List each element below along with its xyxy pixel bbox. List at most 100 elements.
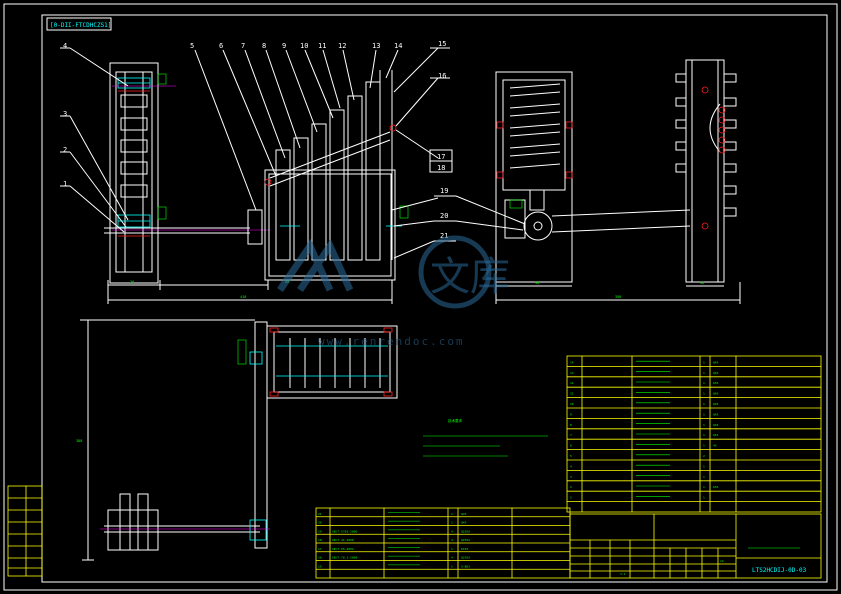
dim-right-overall: 358: [615, 295, 621, 299]
part-label-6: 6: [219, 42, 223, 50]
parts-right-no: 9: [570, 412, 572, 416]
front-view-assembly: [247, 70, 402, 281]
watermark-logo: [277, 235, 492, 309]
parts-bottom-qty: 4: [451, 529, 453, 533]
parts-bottom-mat: Q45: [461, 521, 467, 525]
parts-right-qty: 1: [703, 496, 705, 500]
part-label-4: 4: [63, 42, 67, 50]
parts-right-qty: 1: [703, 381, 705, 385]
dim-tag-front: [399, 205, 409, 219]
parts-bottom-mat: S-B03: [461, 564, 470, 568]
part-label-20: 20: [440, 212, 448, 220]
parts-bottom-no: 18: [318, 538, 322, 542]
part-label-7: 7: [241, 42, 245, 50]
part-label-12: 12: [338, 42, 346, 50]
dim-tag-bottom: [157, 206, 167, 220]
parts-bottom-qty: 4: [451, 538, 453, 542]
parts-bottom-no: 17: [318, 547, 322, 551]
parts-right-qty: 1: [703, 485, 705, 489]
dimension-right-bottom: [495, 282, 741, 304]
parts-bottom-qty: 1: [451, 521, 453, 525]
leaders-left: [60, 47, 129, 233]
title-block: [569, 513, 822, 579]
parts-bottom-mat: Q235A: [461, 529, 470, 533]
part-label-3: 3: [63, 110, 67, 118]
parts-bottom-no: 19: [318, 529, 322, 533]
parts-right-mat: Q45: [713, 485, 719, 489]
parts-bottom-std: GB/T 95-2002: [332, 547, 354, 551]
watermark-brand: 文库: [430, 254, 510, 300]
parts-right-no: 6: [570, 444, 572, 448]
part-label-18: 18: [437, 164, 445, 172]
parts-bottom-no: 21: [318, 512, 322, 516]
parts-right-no: 8: [570, 423, 572, 427]
parts-right-no: 3: [570, 475, 572, 479]
parts-right-no: 2: [570, 485, 572, 489]
parts-right-qty: 1: [703, 464, 705, 468]
leaders-front: [194, 47, 450, 211]
part-label-14: 14: [394, 42, 402, 50]
dim-side-height: 388: [76, 439, 82, 443]
parts-bottom-qty: 4: [451, 556, 453, 560]
parts-right-no: 13: [570, 371, 574, 375]
part-label-19: 19: [440, 187, 448, 195]
parts-bottom-std: GB/T 70.1-2008: [332, 556, 357, 560]
parts-right-no: 14: [570, 360, 574, 364]
parts-bottom-std: GB/T 41-2000: [332, 538, 354, 542]
parts-right-mat: Q45: [713, 402, 719, 406]
parts-bottom-no: 20: [318, 521, 322, 525]
dim-left-width: 3d: [130, 280, 134, 284]
watermark-url: www.renrendoc.com: [318, 335, 465, 348]
part-label-13: 13: [372, 42, 380, 50]
parts-right-mat: Q45: [713, 423, 719, 427]
title-scale: 1:1: [620, 572, 626, 576]
parts-bottom-qty: 1: [451, 547, 453, 551]
parts-right-qty: 1: [703, 475, 705, 479]
parts-bottom-mat: Q45: [461, 512, 467, 516]
dim-tag-right: [509, 199, 523, 209]
left-margin-block: [7, 485, 43, 577]
parts-right-qty: 1: [703, 433, 705, 437]
part-label-1: 1: [63, 180, 67, 188]
right-elevation: [495, 71, 691, 283]
part-label-5: 5: [190, 42, 194, 50]
parts-right-qty: 1: [703, 423, 705, 427]
parts-right-no: 11: [570, 392, 574, 396]
parts-right-mat: Q45: [713, 433, 719, 437]
parts-bottom-mat: Q235A: [461, 538, 470, 542]
part-label-21: 21: [440, 232, 448, 240]
parts-right-mat: Q45: [713, 392, 719, 396]
parts-bottom-qty: 1: [451, 512, 453, 516]
title-small-number: 12: [720, 559, 724, 563]
parts-right-no: 12: [570, 381, 574, 385]
parts-right-mat: 45: [713, 444, 717, 448]
part-label-9: 9: [282, 42, 286, 50]
parts-right-mat: Q45: [713, 371, 719, 375]
parts-bottom-no: 16: [318, 556, 322, 560]
parts-right-qty: 1: [703, 402, 705, 406]
side-view-frame: [104, 62, 270, 284]
parts-right-qty: 1: [703, 444, 705, 448]
parts-right-mat: Q45: [713, 360, 719, 364]
dim-tag-lower: [237, 339, 247, 365]
part-label-16: 16: [438, 72, 446, 80]
parts-right-no: 7: [570, 433, 572, 437]
outer-border: [3, 3, 838, 591]
parts-bottom-mat: DC03: [461, 547, 468, 551]
part-label-17: 17: [437, 153, 445, 161]
parts-right-mat: Q45: [713, 381, 719, 385]
parts-right-qty: 1: [703, 371, 705, 375]
lower-assembly-view: [80, 319, 398, 561]
part-label-11: 11: [318, 42, 326, 50]
part-label-8: 8: [262, 42, 266, 50]
parts-right-no: 5: [570, 454, 572, 458]
parts-right-qty: 2: [703, 454, 705, 458]
drawing-code-box: [46, 17, 112, 31]
parts-right-no: 4: [570, 464, 572, 468]
parts-right-qty: 1: [703, 412, 705, 416]
parts-bottom-qty: 1: [451, 564, 453, 568]
parts-bottom-std: GB/T 5783-2000: [332, 529, 357, 533]
dim-tag-top: [157, 73, 167, 85]
